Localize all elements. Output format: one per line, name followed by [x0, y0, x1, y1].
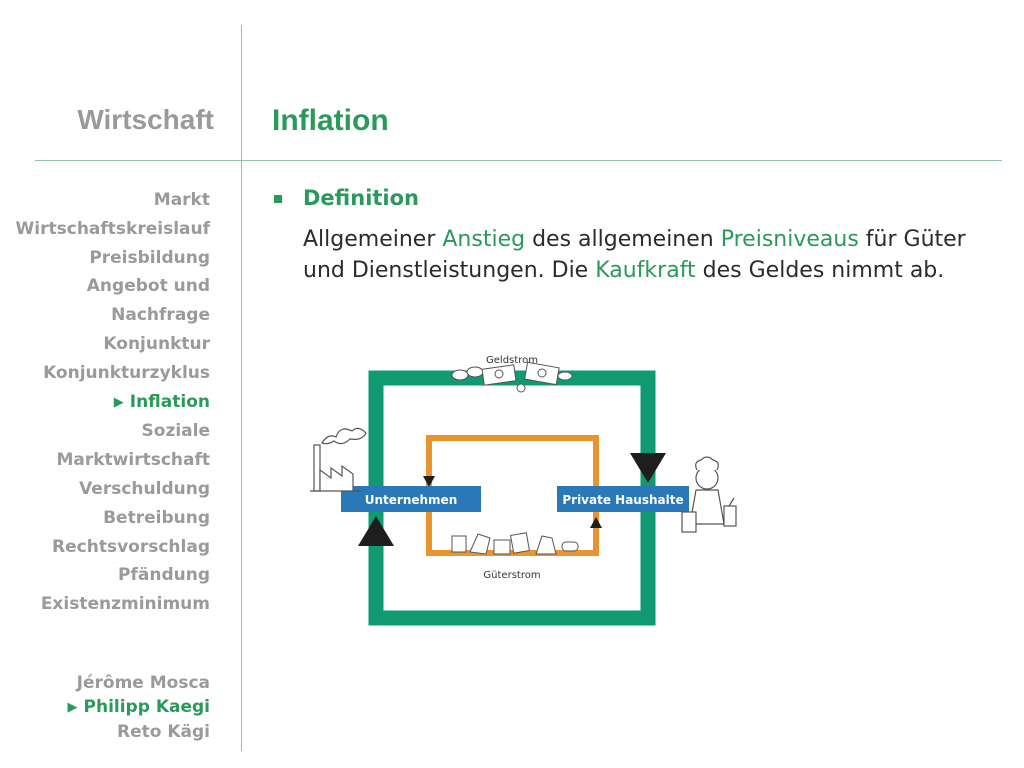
definition-heading: Definition: [303, 186, 420, 210]
author-label: Philipp Kaegi: [83, 697, 210, 717]
economic-cycle-diagram: Unternehmen Private Haushalte Geldstrom …: [310, 355, 737, 626]
goods-arrow-down-icon: [423, 476, 435, 487]
sidebar-item-nachfrage[interactable]: Nachfrage: [16, 301, 210, 330]
sidebar-item-konjunktur[interactable]: Konjunktur: [16, 330, 210, 359]
sidebar-item-label: Pfändung: [118, 565, 210, 586]
sidebar-item-inflation[interactable]: ▶ Inflation: [16, 388, 210, 418]
sidebar-item-konjunkturzyklus[interactable]: Konjunkturzyklus: [16, 359, 210, 388]
sidebar-item-marktwirtschaft[interactable]: Marktwirtschaft: [16, 446, 210, 475]
sidebar-item-verschuldung[interactable]: Verschuldung: [16, 475, 210, 504]
sidebar-item-label: Konjunkturzyklus: [43, 362, 210, 383]
sidebar-item-label: Marktwirtschaft: [56, 450, 210, 471]
definition-text-part: für Güter und Dienstleistungen. Die: [303, 227, 966, 283]
sidebar-item-label: Existenzminimum: [40, 594, 210, 615]
definition-text-part: des Geldes nimmt ab.: [695, 258, 945, 283]
page-title: Inflation: [272, 104, 389, 137]
goods-arrow-up-icon: [590, 517, 602, 528]
money-illustration: [451, 361, 573, 393]
sidebar-item-label: Angebot und: [86, 276, 210, 297]
sidebar-item-label: Markt: [153, 190, 210, 210]
bullet-square-icon: [274, 195, 282, 203]
sidebar-item-pfandung[interactable]: Pfändung: [16, 561, 210, 590]
author-reto-kagi[interactable]: Reto Kägi: [68, 720, 210, 744]
sidebar-item-wirtschaftskreislauf[interactable]: Wirtschaftskreislauf: [16, 215, 210, 244]
horizontal-divider: [35, 160, 1002, 161]
factory-illustration: [310, 427, 367, 492]
households-label: Private Haushalte: [562, 493, 683, 507]
sidebar-item-label: Betreibung: [103, 507, 210, 528]
sidebar-item-existenzminimum[interactable]: Existenzminimum: [16, 590, 210, 619]
vertical-divider: [241, 25, 242, 751]
sidebar-item-soziale[interactable]: Soziale: [16, 417, 210, 446]
households-box: [557, 486, 689, 512]
sidebar-item-preisbildung[interactable]: Preisbildung: [16, 244, 210, 273]
companies-box: [341, 486, 481, 512]
sidebar-item-markt[interactable]: Markt: [16, 186, 210, 215]
sidebar-item-angebot-und[interactable]: Angebot und: [16, 272, 210, 301]
sidebar-item-label: Preisbildung: [89, 247, 210, 268]
sidebar-item-label: Konjunktur: [103, 333, 210, 354]
sidebar-item-label: Wirtschaftskreislauf: [15, 218, 210, 239]
money-flow-label: Geldstrom: [486, 355, 538, 366]
companies-label: Unternehmen: [365, 493, 458, 507]
sidebar-item-label: Verschuldung: [79, 478, 210, 499]
section-title: Wirtschaft: [77, 104, 214, 135]
sidebar-item-label: Inflation: [129, 391, 210, 412]
author-label: Jérôme Mosca: [76, 673, 210, 693]
sidebar-item-label: Nachfrage: [111, 305, 210, 326]
author-label: Reto Kägi: [117, 722, 210, 742]
goods-flow-label: Güterstrom: [483, 570, 540, 581]
money-arrow-down-icon: [630, 453, 666, 483]
definition-text-part: Allgemeiner: [303, 227, 443, 252]
active-triangle-icon: ▶: [113, 394, 124, 410]
goods-illustration: [451, 532, 579, 555]
active-triangle-icon: ▶: [67, 700, 78, 715]
sidebar-item-label: Rechtsvorschlag: [52, 536, 210, 557]
sidebar-item-betreibung[interactable]: Betreibung: [16, 504, 210, 533]
household-illustration: [681, 456, 737, 533]
sidebar-item-rechtsvorschlag[interactable]: Rechtsvorschlag: [16, 533, 210, 562]
author-jerome-mosca[interactable]: Jérôme Mosca: [68, 671, 210, 695]
definition-text-part: des allgemeinen: [525, 227, 721, 252]
highlighted-term: Anstieg: [442, 227, 526, 252]
sidebar-item-label: Soziale: [141, 421, 210, 442]
highlighted-term: Preisniveaus: [720, 227, 859, 252]
money-arrow-up-icon: [358, 516, 394, 546]
author-philipp-kaegi[interactable]: ▶ Philipp Kaegi: [68, 695, 210, 720]
highlighted-term: Kaufkraft: [595, 258, 696, 283]
definition-text: Allgemeiner Anstieg des allgemeinen Prei…: [303, 224, 993, 286]
